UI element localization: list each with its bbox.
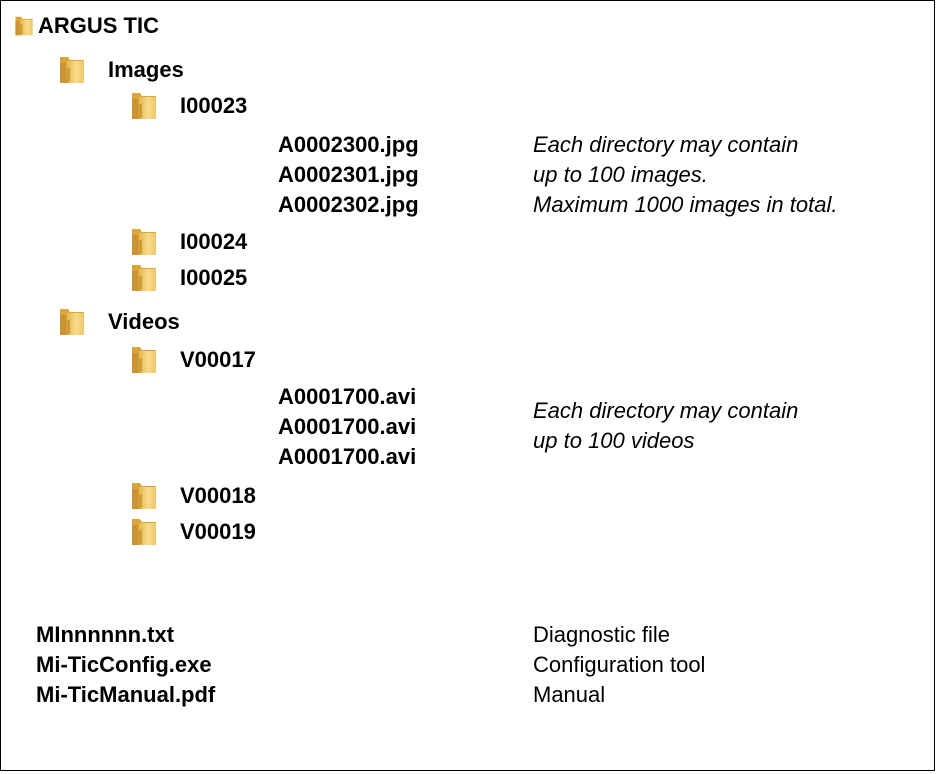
folder-label: V00018 <box>180 483 256 508</box>
tree-root[interactable]: ARGUS TIC <box>14 10 159 42</box>
folder-icon <box>130 91 158 121</box>
folder-icon <box>130 227 158 257</box>
folder-icon <box>58 55 86 85</box>
root-file-name[interactable]: Mi-TicConfig.exe <box>36 652 212 677</box>
root-file-desc: Diagnostic file <box>533 622 670 647</box>
folder-v00018[interactable]: V00018 <box>130 480 256 512</box>
folder-v00017[interactable]: V00017 <box>130 344 256 376</box>
root-file-desc: Configuration tool <box>533 652 706 677</box>
root-file-name[interactable]: MInnnnnn.txt <box>36 622 175 647</box>
folder-icon <box>130 263 158 293</box>
folder-i00023[interactable]: I00023 <box>130 90 247 122</box>
folder-icon <box>130 517 158 547</box>
file-item[interactable]: A0002300.jpg <box>278 132 419 157</box>
folder-label: I00025 <box>180 265 248 290</box>
folder-icon <box>58 307 86 337</box>
videos-note-line: up to 100 videos <box>533 428 695 453</box>
folder-label: V00017 <box>180 347 256 372</box>
folder-icon <box>130 481 158 511</box>
folder-label: Videos <box>108 309 180 334</box>
folder-icon <box>14 11 34 41</box>
folder-icon <box>130 345 158 375</box>
videos-note-line: Each directory may contain <box>533 398 799 423</box>
folder-label: I00024 <box>180 229 248 254</box>
file-item[interactable]: A0001700.avi <box>278 414 417 439</box>
images-note-line: Each directory may contain <box>533 132 799 157</box>
folder-v00019[interactable]: V00019 <box>130 516 256 548</box>
file-item[interactable]: A0001700.avi <box>278 444 417 469</box>
file-item[interactable]: A0001700.avi <box>278 384 417 409</box>
folder-images[interactable]: Images <box>58 54 184 86</box>
folder-label: Images <box>108 57 184 82</box>
images-note-line: up to 100 images. <box>533 162 708 187</box>
folder-label: I00023 <box>180 93 248 118</box>
folder-videos[interactable]: Videos <box>58 306 180 338</box>
folder-i00025[interactable]: I00025 <box>130 262 247 294</box>
file-item[interactable]: A0002301.jpg <box>278 162 419 187</box>
root-folder-label: ARGUS TIC <box>38 13 159 38</box>
folder-i00024[interactable]: I00024 <box>130 226 247 258</box>
root-file-name[interactable]: Mi-TicManual.pdf <box>36 682 216 707</box>
root-file-desc: Manual <box>533 682 606 707</box>
folder-label: V00019 <box>180 519 256 544</box>
images-note-line: Maximum 1000 images in total. <box>533 192 838 217</box>
file-item[interactable]: A0002302.jpg <box>278 192 419 217</box>
